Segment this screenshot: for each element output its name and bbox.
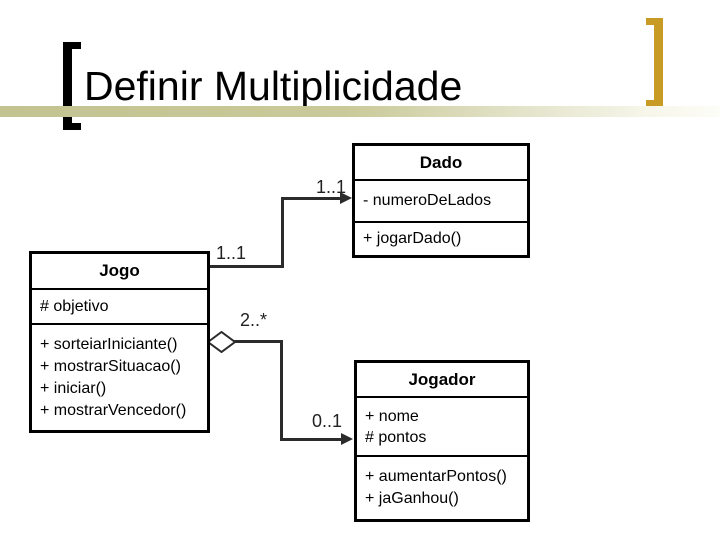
method-line: + mostrarSituacao() [40,357,181,375]
class-attributes: # objetivo [32,288,207,323]
association-jogo-dado-segment [281,197,284,268]
attribute-line: # pontos [365,428,427,446]
method-line: + jaGanhou() [365,490,459,507]
aggregation-diamond-icon [206,330,237,354]
attribute-line: - numeroDeLados [363,192,492,209]
arrowhead-icon [341,433,353,445]
method-line: + iniciar() [40,379,107,397]
class-name: Dado [419,152,463,172]
method-line: + mostrarVencedor() [40,401,187,419]
class-name: Jogador [408,369,476,389]
association-jogo-dado-segment [283,197,341,200]
title-underline [0,106,720,117]
class-attributes: - numeroDeLados [355,179,527,221]
aggregation-jogo-jogador-segment [283,438,342,441]
class-box-jogador: Jogador + nome # pontos + aumentarPontos… [354,360,530,522]
method-line: + sorteiarIniciante() [40,335,178,353]
multiplicity-label: 1..1 [316,177,347,197]
multiplicity-label: 2..* [240,310,268,330]
multiplicity-label: 1..1 [216,243,247,263]
arrowhead-icon [340,192,352,204]
class-methods: + jogarDado() [355,221,527,255]
right-bracket-icon [646,18,663,107]
class-box-jogo: Jogo # objetivo + sorteiarIniciante() + … [29,251,210,433]
aggregation-jogo-jogador-segment [234,340,283,343]
multiplicity-label: 0..1 [312,411,343,431]
class-box-dado: Dado - numeroDeLados + jogarDado() [352,143,530,258]
class-attributes: + nome # pontos [357,396,527,455]
class-name: Jogo [99,261,140,280]
attribute-line: # objetivo [40,297,109,315]
method-line: + jogarDado() [363,230,462,247]
left-bracket-icon [63,42,81,130]
aggregation-jogo-jogador-segment [280,340,283,441]
slide-title: Definir Multiplicidade [84,63,463,109]
method-line: + aumentarPontos() [365,468,507,485]
association-jogo-dado-segment [210,265,283,268]
class-methods: + aumentarPontos() + jaGanhou() [357,455,527,519]
class-methods: + sorteiarIniciante() + mostrarSituacao(… [32,323,207,430]
attribute-line: + nome [365,407,419,425]
